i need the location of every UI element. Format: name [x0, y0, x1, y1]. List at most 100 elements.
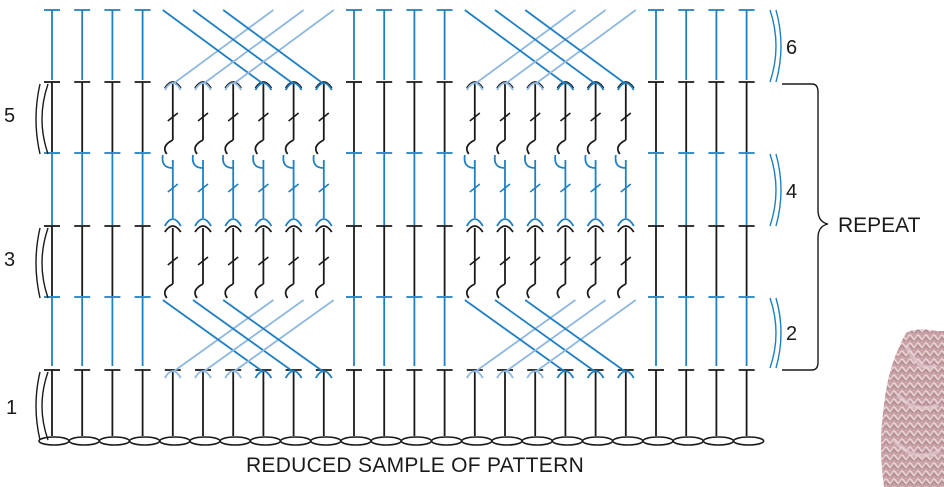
post-stitch-top	[496, 81, 514, 89]
row-bracket	[35, 83, 49, 155]
row-number-5: 5	[4, 105, 16, 127]
row-number-4: 4	[786, 181, 798, 203]
cable-cross-front	[494, 299, 597, 373]
post-hook	[252, 154, 264, 169]
foundation-chain-stitch	[68, 436, 100, 446]
post-stitch-top	[224, 218, 242, 227]
post-stitch-top	[466, 81, 484, 89]
post-hook	[524, 154, 536, 169]
stitch-slash	[288, 112, 300, 122]
post-hook	[163, 139, 174, 155]
stitch-slash	[529, 256, 541, 266]
foundation-chain-stitch	[128, 436, 161, 446]
post-stitch-top	[254, 81, 273, 89]
stitch-slash	[288, 256, 300, 266]
post-hook	[282, 154, 294, 169]
foundation-chain-stitch	[400, 436, 433, 446]
cable-hook	[194, 82, 212, 91]
post-hook	[556, 283, 566, 299]
cable-hook	[284, 82, 303, 91]
cable-hook	[194, 370, 212, 379]
post-stitch-top	[284, 81, 303, 89]
stitch-slash	[257, 256, 269, 266]
post-stitch-top	[586, 218, 605, 227]
post-hook	[312, 154, 324, 169]
stitch-slash	[197, 112, 209, 122]
cable-hook	[496, 370, 514, 379]
post-hook	[254, 139, 264, 155]
post-stitch-top	[164, 81, 182, 89]
stitch-slash	[499, 112, 511, 122]
cable-cross-front	[192, 299, 295, 373]
post-hook	[314, 283, 325, 299]
post-hook	[254, 283, 264, 299]
cable-cross-front	[494, 9, 597, 85]
stitch-slash	[469, 256, 481, 266]
row-bracket	[35, 227, 49, 299]
post-stitch-top	[466, 218, 484, 227]
post-stitch-top	[556, 225, 575, 233]
stitch-slash	[318, 112, 330, 122]
post-hook	[526, 283, 536, 299]
stitch-slash	[197, 256, 209, 266]
row-number-1: 1	[6, 397, 18, 419]
foundation-chain-stitch	[309, 436, 342, 446]
repeat-label: REPEAT	[838, 214, 921, 237]
stitch-slash	[499, 183, 511, 193]
cable-cross-front	[162, 299, 264, 373]
cable-hook	[254, 370, 273, 379]
foundation-chain-stitch	[702, 436, 735, 446]
foundation-chain-stitch	[491, 436, 523, 446]
cable-hook	[164, 82, 182, 91]
post-hook	[314, 139, 325, 155]
row-number-2: 2	[786, 323, 798, 345]
cable-cross-back	[172, 9, 274, 85]
post-stitch-top	[617, 81, 635, 89]
post-stitch-top	[194, 218, 212, 227]
post-hook	[614, 154, 626, 169]
post-stitch-top	[194, 81, 212, 89]
cable-cross-front	[192, 9, 295, 85]
post-hook	[465, 139, 476, 155]
stitch-slash	[469, 112, 481, 122]
stitch-slash	[318, 183, 330, 193]
post-stitch-top	[224, 81, 242, 89]
foundation-chain-stitch	[551, 436, 584, 446]
post-stitch-top	[315, 218, 333, 227]
post-hook	[163, 283, 174, 299]
cable-hook	[586, 370, 605, 379]
post-hook	[194, 139, 204, 155]
cable-cross-front	[162, 9, 264, 85]
row-bracket	[769, 153, 782, 227]
stitch-slash	[529, 183, 541, 193]
cable-cross-front	[524, 299, 627, 373]
post-hook	[224, 283, 234, 299]
foundation-chain-stitch	[611, 436, 644, 446]
stitch-slash	[620, 256, 632, 266]
stitch-slash	[167, 256, 179, 266]
post-stitch-top	[164, 225, 182, 233]
cable-hook	[466, 370, 484, 379]
post-hook	[586, 139, 597, 155]
post-hook	[526, 139, 536, 155]
knitted-swatch-photo	[876, 325, 944, 487]
stitch-slash	[559, 256, 571, 266]
row-bracket	[35, 371, 49, 441]
chart-caption: REDUCED SAMPLE OF PATTERN	[245, 454, 585, 477]
stitch-slash	[620, 183, 632, 193]
cable-hook	[617, 82, 635, 91]
post-hook	[493, 154, 506, 169]
stitch-slash	[318, 256, 330, 266]
stitch-slash	[167, 112, 179, 122]
cable-hook	[224, 82, 242, 91]
post-stitch-top	[586, 225, 605, 233]
post-hook	[584, 154, 596, 169]
cable-cross-back	[534, 9, 637, 85]
foundation-chain-stitch	[460, 436, 493, 446]
post-stitch-top	[254, 218, 273, 227]
cable-cross-front	[222, 299, 325, 373]
stitch-slash	[227, 183, 239, 193]
stitch-slash	[559, 112, 571, 122]
stitch-slash	[529, 112, 541, 122]
